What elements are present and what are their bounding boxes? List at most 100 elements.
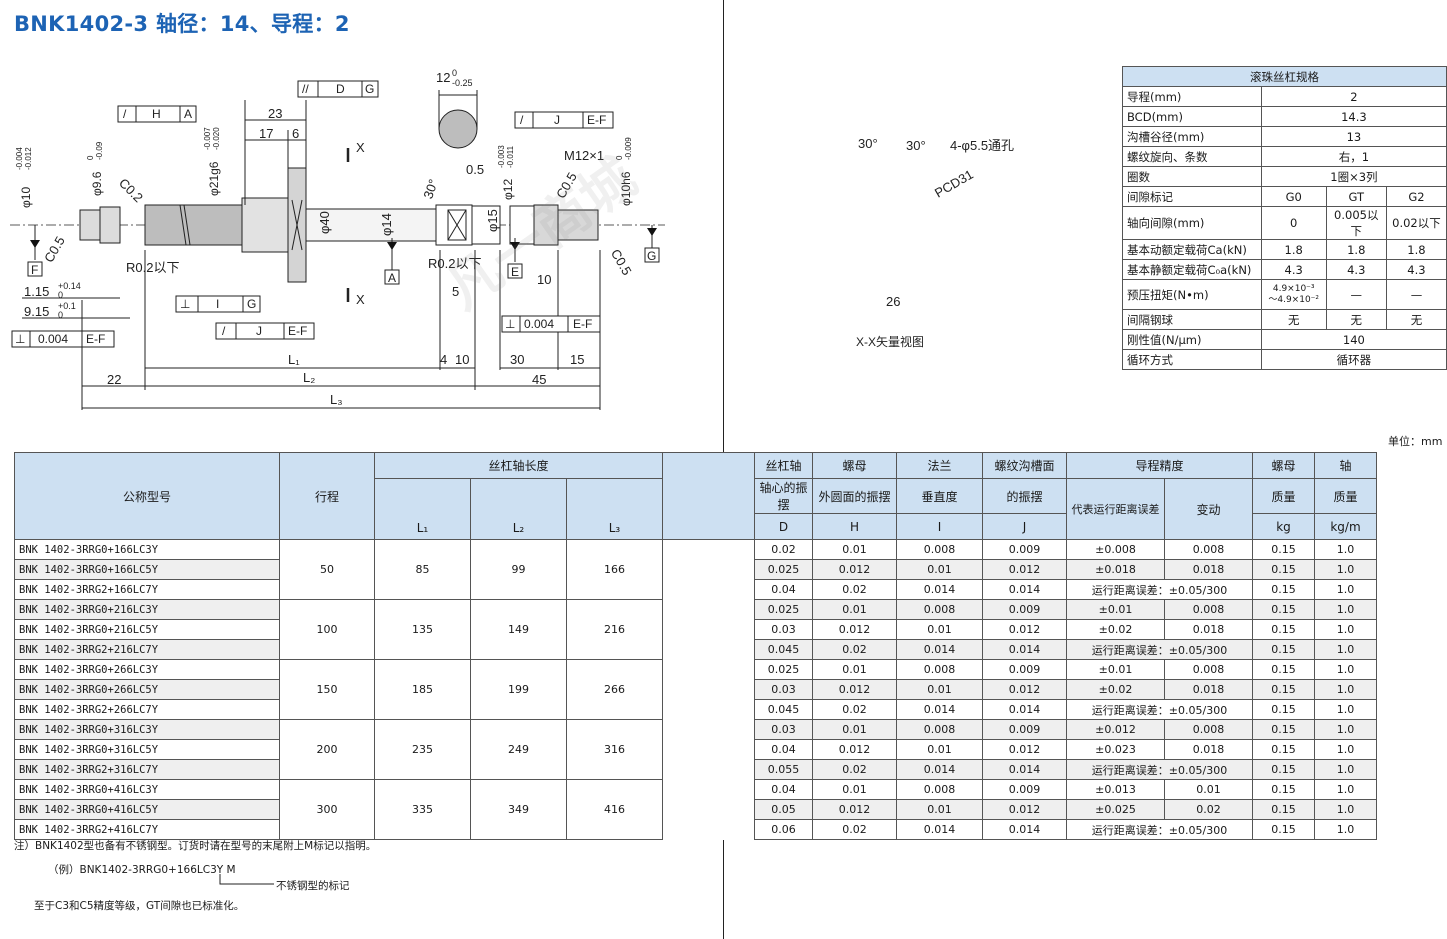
dim-17: 17 [259,126,273,141]
spec-value: 140 [1260,329,1447,350]
header-d-2: 轴心的振摆 [754,478,813,514]
spec-value: 2 [1260,86,1447,107]
nut-mass-cell: 0.15 [1252,779,1315,800]
frame-d-label: D [336,82,345,96]
l3-cell: 216 [566,599,663,660]
d-cell: 0.045 [754,699,813,720]
gap-cell [662,659,755,720]
j-cell: 0.014 [982,699,1067,720]
l2-cell: 349 [470,779,567,840]
nut-mass-cell: 0.15 [1252,639,1315,660]
h-cell: 0.012 [812,739,897,760]
header-model: 公称型号 [14,452,280,540]
j-cell: 0.014 [982,759,1067,780]
spec-value: 1圈×3列 [1260,166,1447,187]
l1-cell: 335 [374,779,471,840]
j-cell: 0.009 [982,659,1067,680]
flange-angle-left: 30° [858,136,878,151]
spec-header: 滚珠丝杠规格 [1122,66,1447,87]
dia-12-tol-low: -0.011 [506,145,515,168]
frame-j-top-label: J [554,113,560,127]
dim-10: 10 [455,352,469,367]
frame-perp-left-symbol: ⊥ [15,332,25,346]
header-lead: 导程精度 [1066,452,1253,479]
l2-cell: 149 [470,599,567,660]
h-cell: 0.02 [812,699,897,720]
dia-21-label: φ21g6 [207,161,221,196]
model-cell: BNK 1402-3RRG0+216LC5Y [14,619,280,640]
main-table: 公称型号 行程 丝杠轴长度 丝杠轴 螺母 法兰 螺纹沟槽面 导程精度 螺母 轴 … [14,452,1377,840]
dim-30: 30 [510,352,524,367]
d-cell: 0.04 [754,579,813,600]
frame-perp-right-datum: E-F [573,317,592,331]
note-example-label: 不锈钢型的标记 [276,880,350,892]
lead-merged-cell: 运行距离误差：±0.05/300 [1066,699,1253,720]
d-cell: 0.04 [754,739,813,760]
dia-21-tol-low: -0.020 [212,127,221,150]
h-cell: 0.02 [812,819,897,840]
dim-l3: L₃ [330,392,343,407]
header-nut-2: 质量 [1252,478,1315,514]
spec-row: 预压扭矩(N•m)4.9×10⁻³ ～4.9×10⁻²—— [1122,279,1447,310]
model-cell: BNK 1402-3RRG2+166LC7Y [14,579,280,600]
i-cell: 0.01 [896,559,983,580]
shaft-mass-cell: 1.0 [1314,739,1377,760]
spec-key: 螺纹旋向、条数 [1122,146,1262,167]
l3-cell: 416 [566,779,663,840]
flange-width: 26 [886,294,900,309]
dia-9.6-label: φ9.6 [90,171,104,196]
d-cell: 0.02 [754,539,813,560]
l1-cell: 235 [374,719,471,780]
dia-12-label: φ12 [501,179,515,200]
model-cell: BNK 1402-3RRG0+216LC3Y [14,599,280,620]
spec-key: 轴向间隙(mm) [1122,206,1262,240]
frame-i-label: I [216,297,219,311]
nut-mass-cell: 0.15 [1252,679,1315,700]
spec-value: 1.8 [1260,239,1327,260]
i-cell: 0.01 [896,739,983,760]
section-x-top: X [356,140,365,155]
shaft-mass-cell: 1.0 [1314,539,1377,560]
frame-h-label: H [152,107,161,121]
d-cell: 0.025 [754,659,813,680]
dia-14: φ14 [379,213,394,236]
header-shaft-2: 质量 [1314,478,1377,514]
technical-drawing: F A E G // D G / H A / J E-F ⊥ I G / J E… [10,68,665,410]
lead-variation-cell: 0.018 [1164,739,1253,760]
i-cell: 0.014 [896,819,983,840]
i-cell: 0.008 [896,719,983,740]
d-cell: 0.03 [754,619,813,640]
dia-9.6-tol-up: 0 [86,155,95,160]
stroke-cell: 200 [279,719,375,780]
l2-cell: 199 [470,659,567,720]
dia-10-tol-up: -0.004 [15,147,24,170]
stroke-cell: 300 [279,779,375,840]
lead-variation-cell: 0.018 [1164,619,1253,640]
lead-error-cell: ±0.018 [1066,559,1165,580]
header-l2: L₂ [470,478,567,540]
lead-error-cell: ±0.025 [1066,799,1165,820]
spec-key: 圈数 [1122,166,1262,187]
header-j-2: 的振摆 [982,478,1067,514]
frame-perp-left-datum: E-F [86,332,105,346]
header-nut-1: 螺母 [1252,452,1315,479]
shaft-mass-cell: 1.0 [1314,679,1377,700]
lead-variation-cell: 0.008 [1164,539,1253,560]
chamfer-c05-right: C0.5 [608,247,635,278]
model-cell: BNK 1402-3RRG0+166LC5Y [14,559,280,580]
h-cell: 0.012 [812,559,897,580]
dia-40: φ40 [317,211,332,234]
dia-12-tol-up: -0.003 [497,145,506,168]
i-cell: 0.014 [896,639,983,660]
i-cell: 0.008 [896,599,983,620]
shaft-mass-cell: 1.0 [1314,659,1377,680]
j-cell: 0.012 [982,559,1067,580]
nut-mass-cell: 0.15 [1252,759,1315,780]
dim-22: 22 [107,372,121,387]
dim-5: 5 [452,284,459,299]
shaft-mass-cell: 1.0 [1314,759,1377,780]
